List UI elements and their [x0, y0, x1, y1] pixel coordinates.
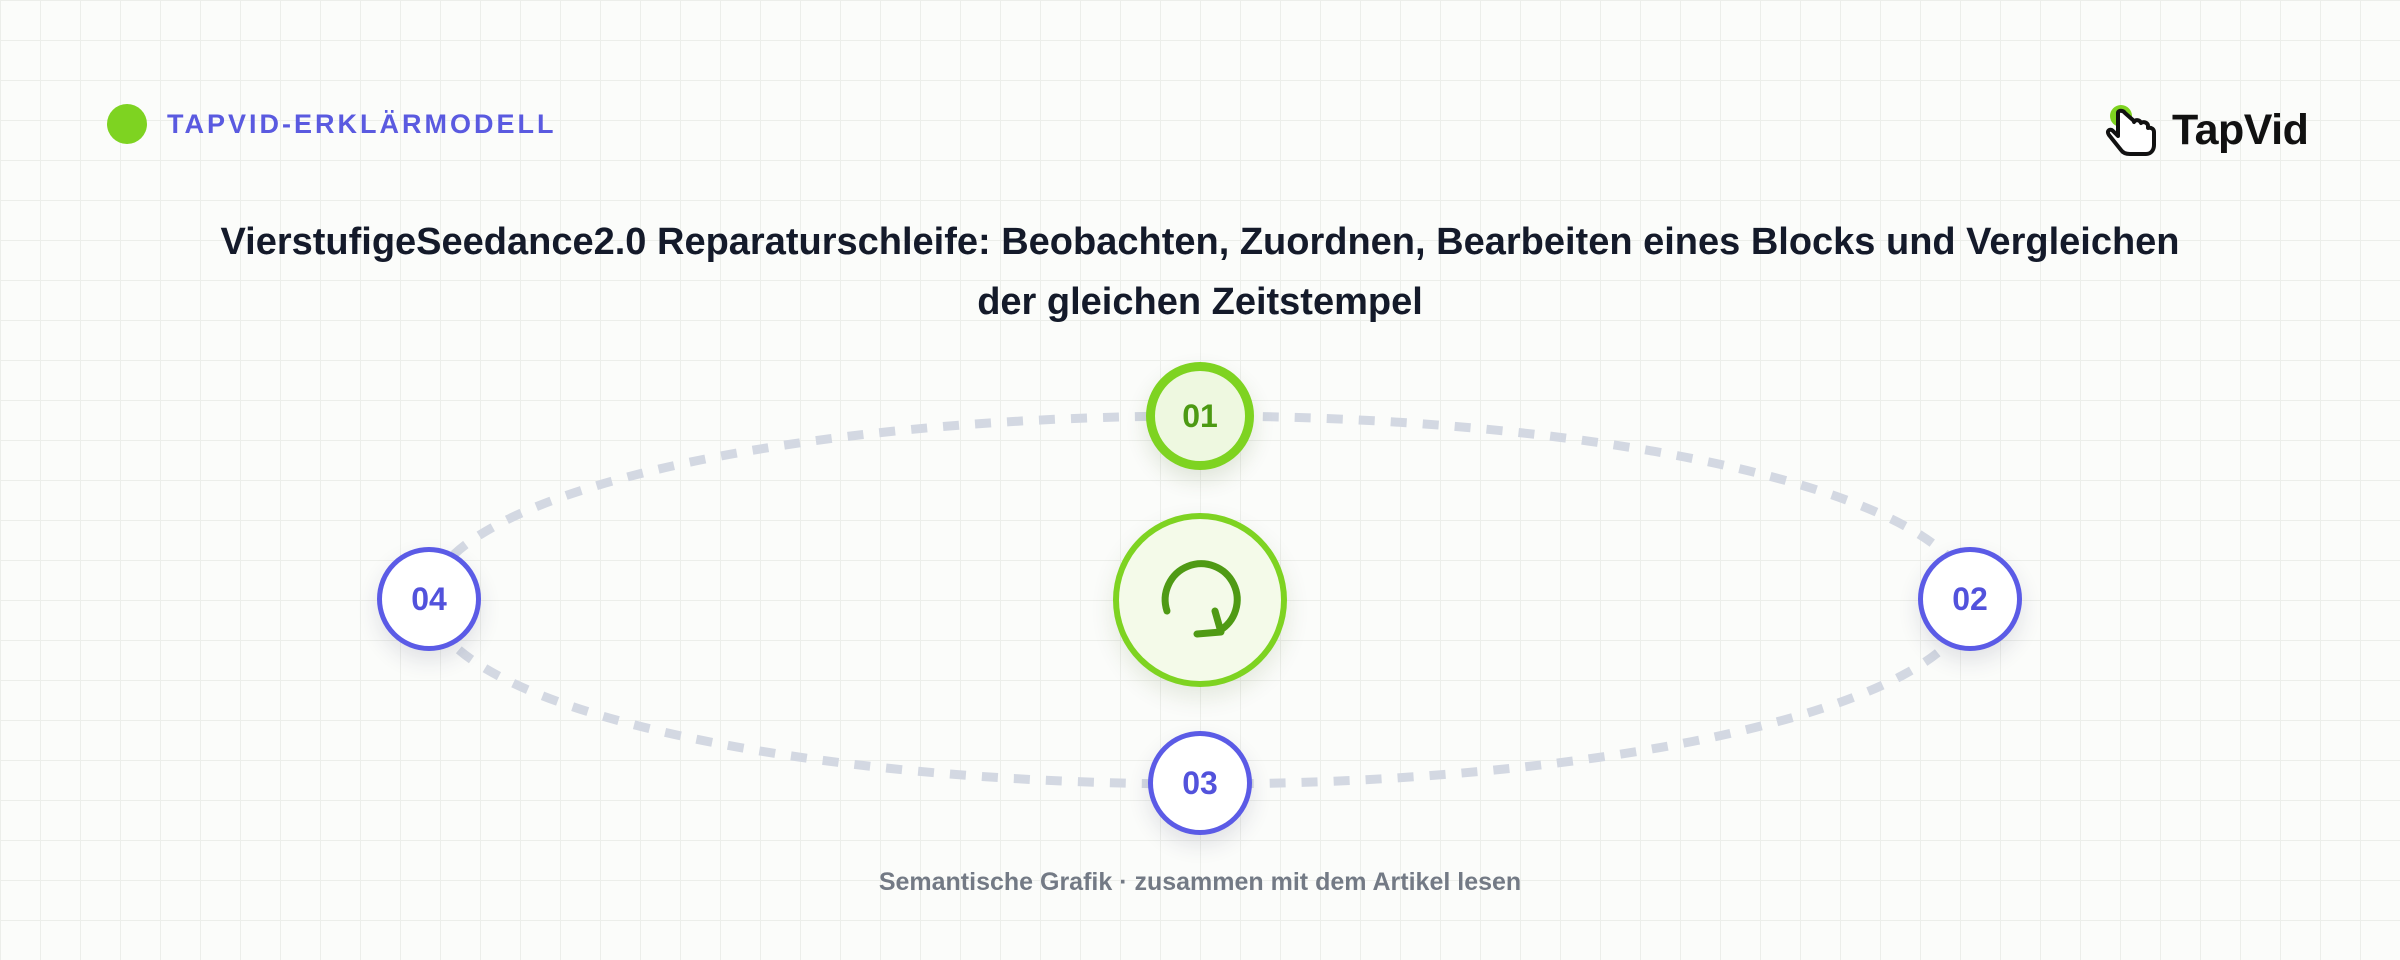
refresh-cycle-icon	[1161, 560, 1241, 638]
header-tag-label: TAPVID-ERKLÄRMODELL	[167, 108, 557, 139]
title-line-2: der gleichen Zeitstempel	[977, 281, 1423, 323]
tapvid-logo[interactable]: TapVid	[2104, 100, 2309, 160]
step-label: 02	[1952, 580, 1988, 617]
green-dot-icon	[107, 104, 147, 144]
step-label: 04	[411, 580, 447, 617]
logo-text: TapVid	[2172, 105, 2309, 154]
center-hub	[1113, 513, 1287, 687]
header-tag: TAPVID-ERKLÄRMODELL	[107, 104, 556, 144]
step-label: 03	[1182, 764, 1218, 801]
title-line-1: VierstufigeSeedance2.0 Reparaturschleife…	[220, 221, 2180, 263]
cycle-step-04[interactable]: 04	[377, 547, 481, 651]
tapvid-hand-pointer-icon	[2105, 105, 2156, 156]
footer-caption: Semantische Grafik · zusammen mit dem Ar…	[878, 868, 1522, 896]
cycle-step-02[interactable]: 02	[1918, 547, 2022, 651]
step-label: 01	[1182, 397, 1218, 434]
cycle-step-03[interactable]: 03	[1148, 731, 1252, 835]
page-title: VierstufigeSeedance2.0 Reparaturschleife…	[100, 212, 2300, 332]
cycle-step-01[interactable]: 01	[1146, 362, 1254, 470]
